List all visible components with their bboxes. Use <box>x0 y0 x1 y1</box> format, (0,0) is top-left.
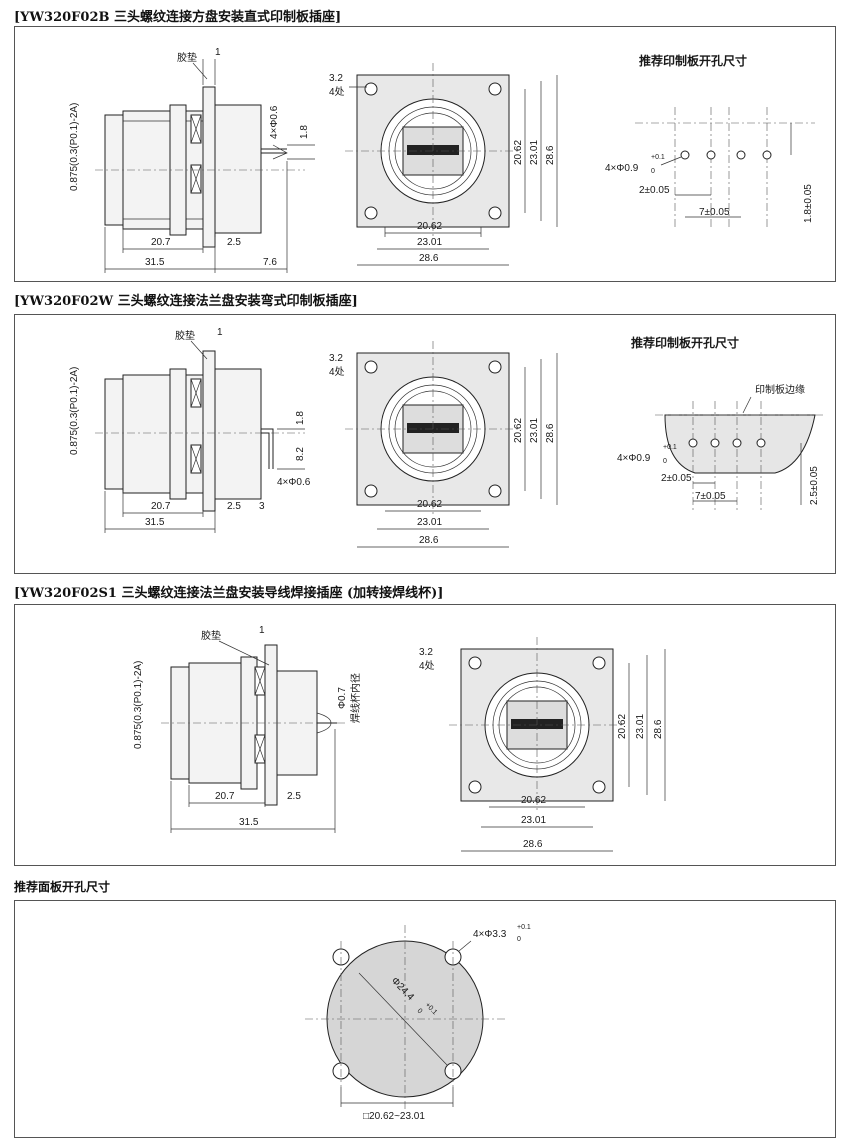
drawing-panel-cutout: 4×Φ3.3 +0.1 0 Φ24.4 +0.1 0 □20.62~23.01 <box>305 924 531 1122</box>
front-qty-label: 4处 <box>419 660 435 672</box>
dim-one: 1 <box>217 327 223 338</box>
front-outer-h: 28.6 <box>419 253 439 264</box>
lead-label: 1.8 <box>295 411 306 425</box>
front-inner-h: 20.62 <box>417 221 442 232</box>
pcb-hole-label: 4×Φ0.9 <box>605 163 639 174</box>
thread-label: 0.875(0.3(P0.1)-2A) <box>69 103 80 191</box>
cutout-square-label: □20.62~23.01 <box>363 1111 425 1122</box>
front-hole-label: 3.2 <box>329 73 343 84</box>
pcb-y1: 2.5±0.05 <box>809 466 820 505</box>
dim-total: 31.5 <box>239 817 259 828</box>
lead-label: 1.8 <box>299 125 310 139</box>
dim-one: 1 <box>259 625 265 636</box>
pcb-hole-tol0: 0 <box>663 458 667 465</box>
dim-body: 20.7 <box>151 237 171 248</box>
pcb-hole-tol: +0.1 <box>663 444 677 451</box>
front-mid-v: 23.01 <box>635 714 646 739</box>
pcb-title: 推荐印制板开孔尺寸 <box>639 53 747 68</box>
front-inner-v: 20.62 <box>513 140 524 165</box>
side-view-f02b <box>95 86 315 248</box>
thread-label: 0.875(0.3(P0.1)-2A) <box>133 661 144 749</box>
section-title-f02w: [YW320F02W 三头螺纹连接法兰盘安装弯式印制板插座] <box>14 294 358 309</box>
front-outer-h: 28.6 <box>419 535 439 546</box>
pcb-x2: 7±0.05 <box>699 207 730 218</box>
dim-total: 31.5 <box>145 517 165 528</box>
front-mid-v: 23.01 <box>529 418 540 443</box>
front-outer-v: 28.6 <box>545 423 556 443</box>
gasket-label: 胶垫 <box>175 329 195 342</box>
front-hole-label: 3.2 <box>419 647 433 658</box>
panel-f02s1: 胶垫 1 0.875(0.3(P0.1)-2A) Φ0.7 焊线杯内径 20.7… <box>14 604 836 866</box>
front-view-f02s1 <box>449 637 625 813</box>
gasket-label: 胶垫 <box>201 629 221 642</box>
drawing-f02s1: 胶垫 1 0.875(0.3(P0.1)-2A) Φ0.7 焊线杯内径 20.7… <box>133 625 666 852</box>
cup-dia-label: Φ0.7 <box>337 687 348 709</box>
dim-flange: 2.5 <box>287 791 301 802</box>
pin-dia-label: 4×Φ0.6 <box>277 477 311 488</box>
cutout-hole-tol: +0.1 <box>517 924 531 931</box>
front-inner-v: 20.62 <box>513 418 524 443</box>
thread-label: 0.875(0.3(P0.1)-2A) <box>69 367 80 455</box>
front-qty-label: 4处 <box>329 366 345 378</box>
cutout-hole-tol0: 0 <box>517 936 521 943</box>
dim-total: 31.5 <box>145 257 165 268</box>
cutout-dia-tol0: 0 <box>416 1008 424 1016</box>
drawing-f02b: 胶垫 1 0.875(0.3(P0.1)-2A) 4×Φ0.6 1.8 20.7… <box>69 47 815 273</box>
front-mid-v: 23.01 <box>529 140 540 165</box>
panel-cutout: 4×Φ3.3 +0.1 0 Φ24.4 +0.1 0 □20.62~23.01 <box>14 900 836 1138</box>
front-outer-v: 28.6 <box>545 145 556 165</box>
front-inner-h: 20.62 <box>521 795 546 806</box>
front-mid-h: 23.01 <box>417 517 442 528</box>
cutout-shape <box>305 925 505 1111</box>
dim-body: 20.7 <box>215 791 235 802</box>
front-view-f02w <box>345 341 521 517</box>
panel-cutout-title: 推荐面板开孔尺寸 <box>14 880 111 894</box>
front-hole-label: 3.2 <box>329 353 343 364</box>
cup-inner-label: 焊线杯内径 <box>349 673 362 723</box>
gasket-label: 胶垫 <box>177 51 197 64</box>
pcb-edge-label: 印制板边缘 <box>755 383 805 396</box>
pcb-title: 推荐印制板开孔尺寸 <box>631 335 739 350</box>
front-inner-h: 20.62 <box>417 499 442 510</box>
pcb-x1: 2±0.05 <box>639 185 670 196</box>
front-qty-label: 4处 <box>329 86 345 98</box>
panel-f02b: 胶垫 1 0.875(0.3(P0.1)-2A) 4×Φ0.6 1.8 20.7… <box>14 26 836 282</box>
drawing-f02w: 胶垫 1 0.875(0.3(P0.1)-2A) 1.8 8.2 4×Φ0.6 … <box>69 327 825 548</box>
front-inner-v: 20.62 <box>617 714 628 739</box>
dim-three: 3 <box>259 501 265 512</box>
pcb-hole-label: 4×Φ0.9 <box>617 453 651 464</box>
section-title-f02s1: [YW320F02S1 三头螺纹连接法兰盘安装导线焊接插座 (加转接焊线杯)] <box>14 586 444 601</box>
side-view-f02s1 <box>161 644 345 806</box>
panel-f02w: 胶垫 1 0.875(0.3(P0.1)-2A) 1.8 8.2 4×Φ0.6 … <box>14 314 836 574</box>
side-view-f02w <box>95 350 305 512</box>
cutout-hole-label: 4×Φ3.3 <box>473 929 507 940</box>
pcb-hole-tol: +0.1 <box>651 154 665 161</box>
pcb-pattern-f02b <box>635 107 815 227</box>
pcb-x1: 2±0.05 <box>661 473 692 484</box>
pcb-y1: 1.8±0.05 <box>803 184 814 223</box>
dim-tail: 7.6 <box>263 257 277 268</box>
dim-body: 20.7 <box>151 501 171 512</box>
dim-one: 1 <box>215 47 221 58</box>
front-view-f02b <box>345 63 521 239</box>
dim-flange: 2.5 <box>227 501 241 512</box>
front-outer-v: 28.6 <box>653 719 664 739</box>
dim-flange: 2.5 <box>227 237 241 248</box>
bend-label: 8.2 <box>295 447 306 461</box>
front-mid-h: 23.01 <box>521 815 546 826</box>
pcb-hole-tol0: 0 <box>651 168 655 175</box>
section-title-f02b: [YW320F02B 三头螺纹连接方盘安装直式印制板插座] <box>14 10 342 25</box>
front-mid-h: 23.01 <box>417 237 442 248</box>
pin-dia-label: 4×Φ0.6 <box>269 105 280 139</box>
pcb-pattern-f02w <box>655 401 825 511</box>
front-outer-h: 28.6 <box>523 839 543 850</box>
pcb-x2: 7±0.05 <box>695 491 726 502</box>
